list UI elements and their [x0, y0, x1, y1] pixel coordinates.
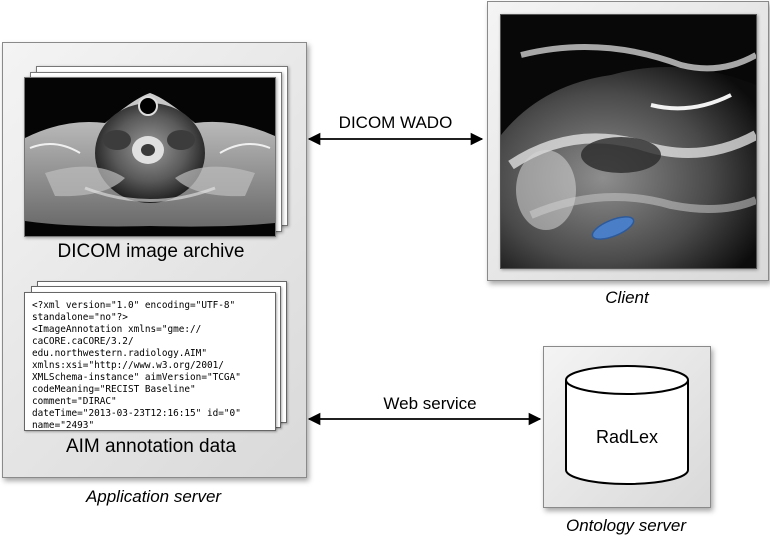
- dicom-wado-label: DICOM WADO: [338, 113, 453, 132]
- client-label: Client: [605, 288, 649, 307]
- aim-annotation-label: AIM annotation data: [65, 436, 237, 457]
- database-label: RadLex: [595, 427, 659, 447]
- dicom-archive-label: DICOM image archive: [57, 241, 245, 262]
- annotation-roi-marker: [591, 216, 635, 240]
- ontology-server-label: Ontology server: [566, 516, 686, 535]
- sagittal-mri-graphic: [501, 15, 756, 268]
- web-service-label: Web service: [383, 394, 477, 413]
- application-server-label: Application server: [85, 487, 222, 506]
- annotation-xml-sheet: [24, 292, 276, 431]
- cylinder-database-icon: [565, 365, 689, 485]
- sagittal-mri-image: [500, 14, 757, 269]
- axial-mri-neck-image: [24, 77, 276, 237]
- aim-xml-snippet: <?xml version="1.0" encoding="UTF-8" sta…: [32, 300, 241, 431]
- axial-mri-neck-graphic: [25, 78, 275, 236]
